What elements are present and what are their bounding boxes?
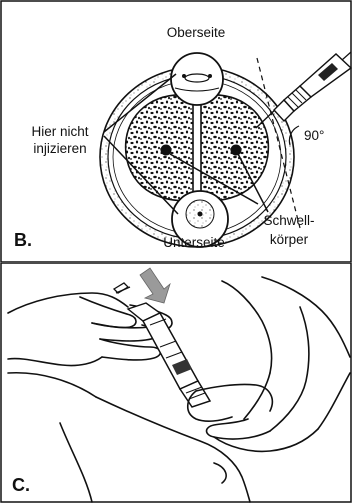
angle-label: 90° bbox=[304, 128, 324, 143]
panel-b: 90° Oberseite Hier nicht injizieren bbox=[0, 0, 352, 263]
press-down-arrow bbox=[140, 268, 170, 303]
label-oberseite: Oberseite bbox=[167, 25, 226, 40]
label-hier-nicht: Hier nicht bbox=[31, 124, 88, 139]
central-artery-left bbox=[161, 145, 172, 156]
urethra bbox=[198, 212, 203, 217]
right-hand bbox=[207, 277, 351, 451]
label-koerper: körper bbox=[270, 232, 309, 247]
cross-section-diagram: 90° Oberseite Hier nicht injizieren bbox=[0, 0, 352, 263]
panel-b-letter: B. bbox=[14, 230, 32, 250]
panel-c-letter: C. bbox=[12, 475, 30, 495]
top-circle-dorsal bbox=[171, 53, 223, 105]
dorsal-artery-left bbox=[182, 74, 186, 78]
label-schwell: Schwell- bbox=[263, 213, 314, 228]
panel-c: C. bbox=[0, 263, 352, 503]
dorsal-artery-right bbox=[208, 74, 212, 78]
body-outline bbox=[60, 384, 272, 502]
hands-injection-illustration: C. bbox=[0, 263, 352, 503]
label-unterseite: Unterseite bbox=[163, 235, 225, 250]
pen-cap bbox=[114, 283, 130, 293]
label-injizieren: injizieren bbox=[33, 141, 86, 156]
